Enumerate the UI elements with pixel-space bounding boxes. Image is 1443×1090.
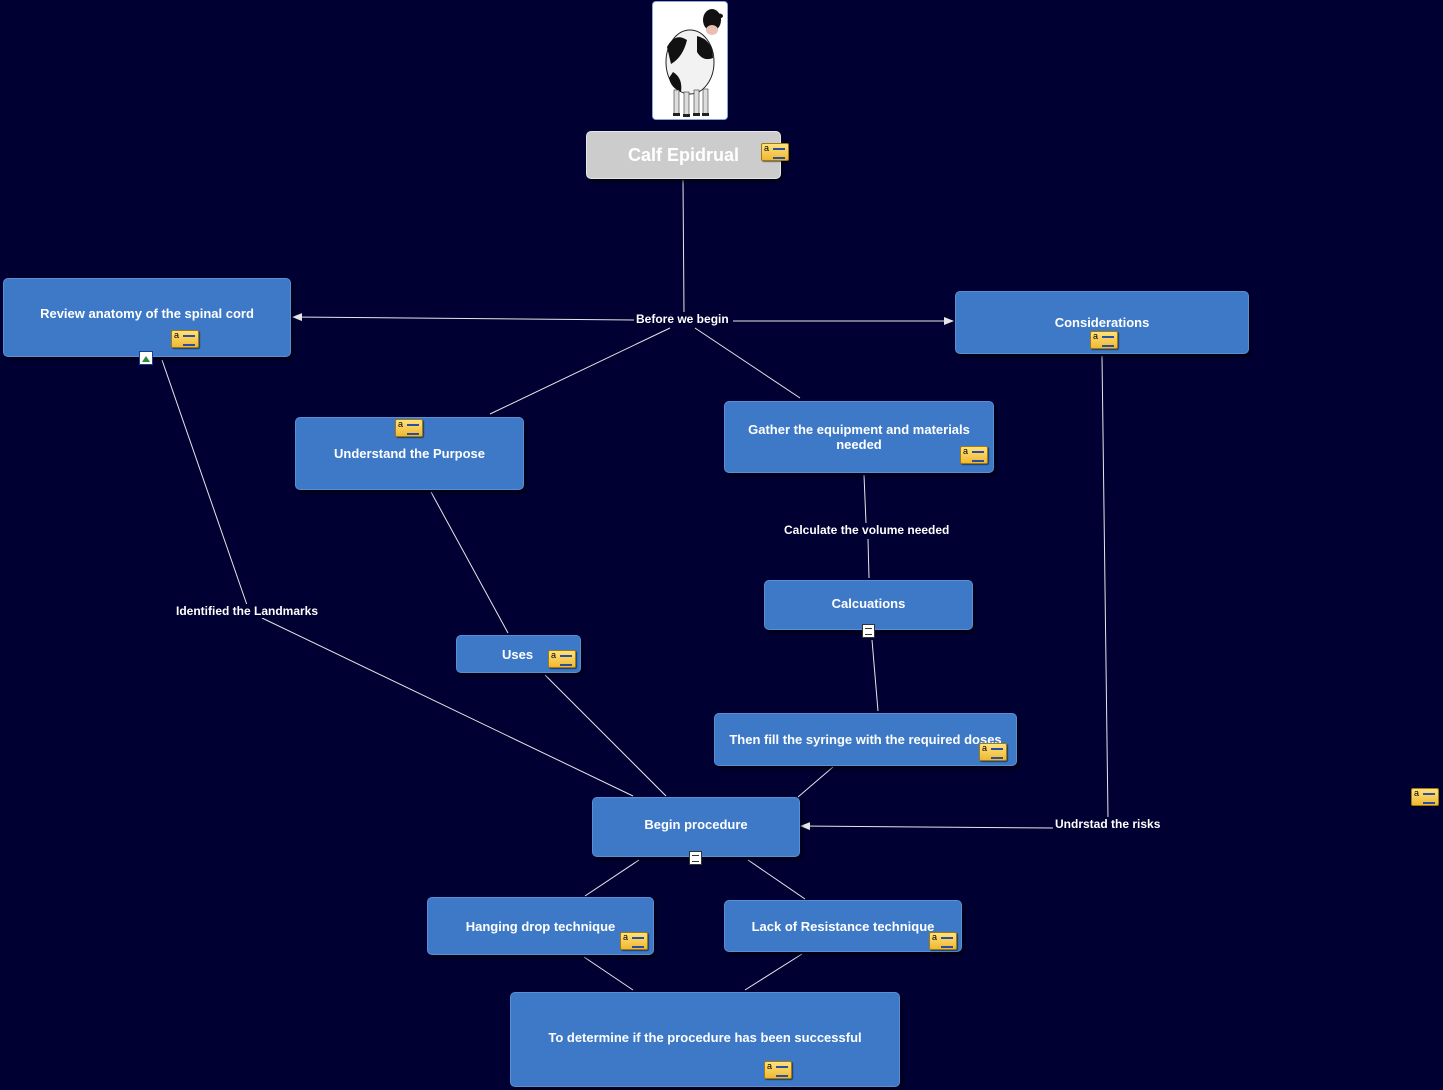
note-icon[interactable] [395,419,423,437]
note-icon[interactable] [171,330,199,348]
node-fill-syringe[interactable]: Then fill the syringe with the required … [714,713,1017,766]
link-review-landmarks [161,359,248,606]
note-icon[interactable] [929,932,957,950]
node-gather-equipment[interactable]: Gather the equipment and materials neede… [724,401,994,473]
document-icon[interactable] [689,851,702,865]
link-landmarks-begin [261,617,634,797]
node-begin-procedure[interactable]: Begin procedure [592,797,800,857]
link-uses-begin [544,674,667,797]
node-label: Begin procedure [644,816,748,832]
node-label: To determine if the procedure has been s… [548,1030,862,1045]
link-fill-begin [797,766,834,798]
link-hanging-success [583,956,634,991]
title-node[interactable]: Calf Epidrual [586,131,781,179]
node-label: Lack of Resistance technique [751,918,935,934]
link-before-gather [694,327,801,399]
link-title-before [682,179,685,315]
document-icon[interactable] [862,624,875,638]
note-icon[interactable] [548,650,576,668]
link-gather-calcvol [863,474,867,524]
node-label: Hanging drop technique [465,918,616,934]
link-begin-hanging [584,859,640,897]
note-icon[interactable] [960,446,988,464]
node-label: Calcuations [831,595,906,611]
note-icon[interactable] [979,743,1007,761]
phrase-before-we-begin[interactable]: Before we begin [634,312,731,326]
link-calcvol-calculations [867,538,870,579]
node-label: Considerations [1054,315,1150,330]
link-before-purpose [489,327,671,415]
link-before-review [292,313,635,322]
node-label: Then fill the syringe with the required … [729,732,1002,747]
note-icon[interactable] [761,143,789,161]
node-label: Uses [502,646,534,662]
link-calculations-fill [871,639,879,712]
node-review-anatomy[interactable]: Review anatomy of the spinal cord [3,278,291,357]
node-determine-success[interactable]: To determine if the procedure has been s… [510,992,900,1087]
phrase-identified-landmarks[interactable]: Identified the Landmarks [174,604,321,618]
phrase-understand-risks[interactable]: Undrstad the risks [1053,817,1163,831]
title-label: Calf Epidrual [627,144,739,165]
link-risks-begin [800,822,1055,831]
node-lack-resistance[interactable]: Lack of Resistance technique [724,900,962,952]
node-label: Gather the equipment and materials neede… [748,422,970,452]
link-considerations-risks [1101,355,1109,819]
link-lack-success [744,953,803,991]
cow-image[interactable] [652,1,728,120]
note-icon[interactable] [1411,788,1439,806]
phrase-calculate-volume[interactable]: Calculate the volume needed [782,523,952,537]
note-icon[interactable] [620,932,648,950]
node-label: Understand the Purpose [334,446,485,461]
cow-picture [653,2,727,119]
image-icon[interactable] [139,351,153,365]
node-hanging-drop[interactable]: Hanging drop technique [427,897,654,955]
note-icon[interactable] [764,1061,792,1079]
link-begin-lack [747,859,806,900]
link-purpose-uses [430,491,509,634]
note-icon[interactable] [1090,331,1118,349]
node-label: Review anatomy of the spinal cord [40,306,254,321]
node-calculations[interactable]: Calcuations [764,580,973,630]
